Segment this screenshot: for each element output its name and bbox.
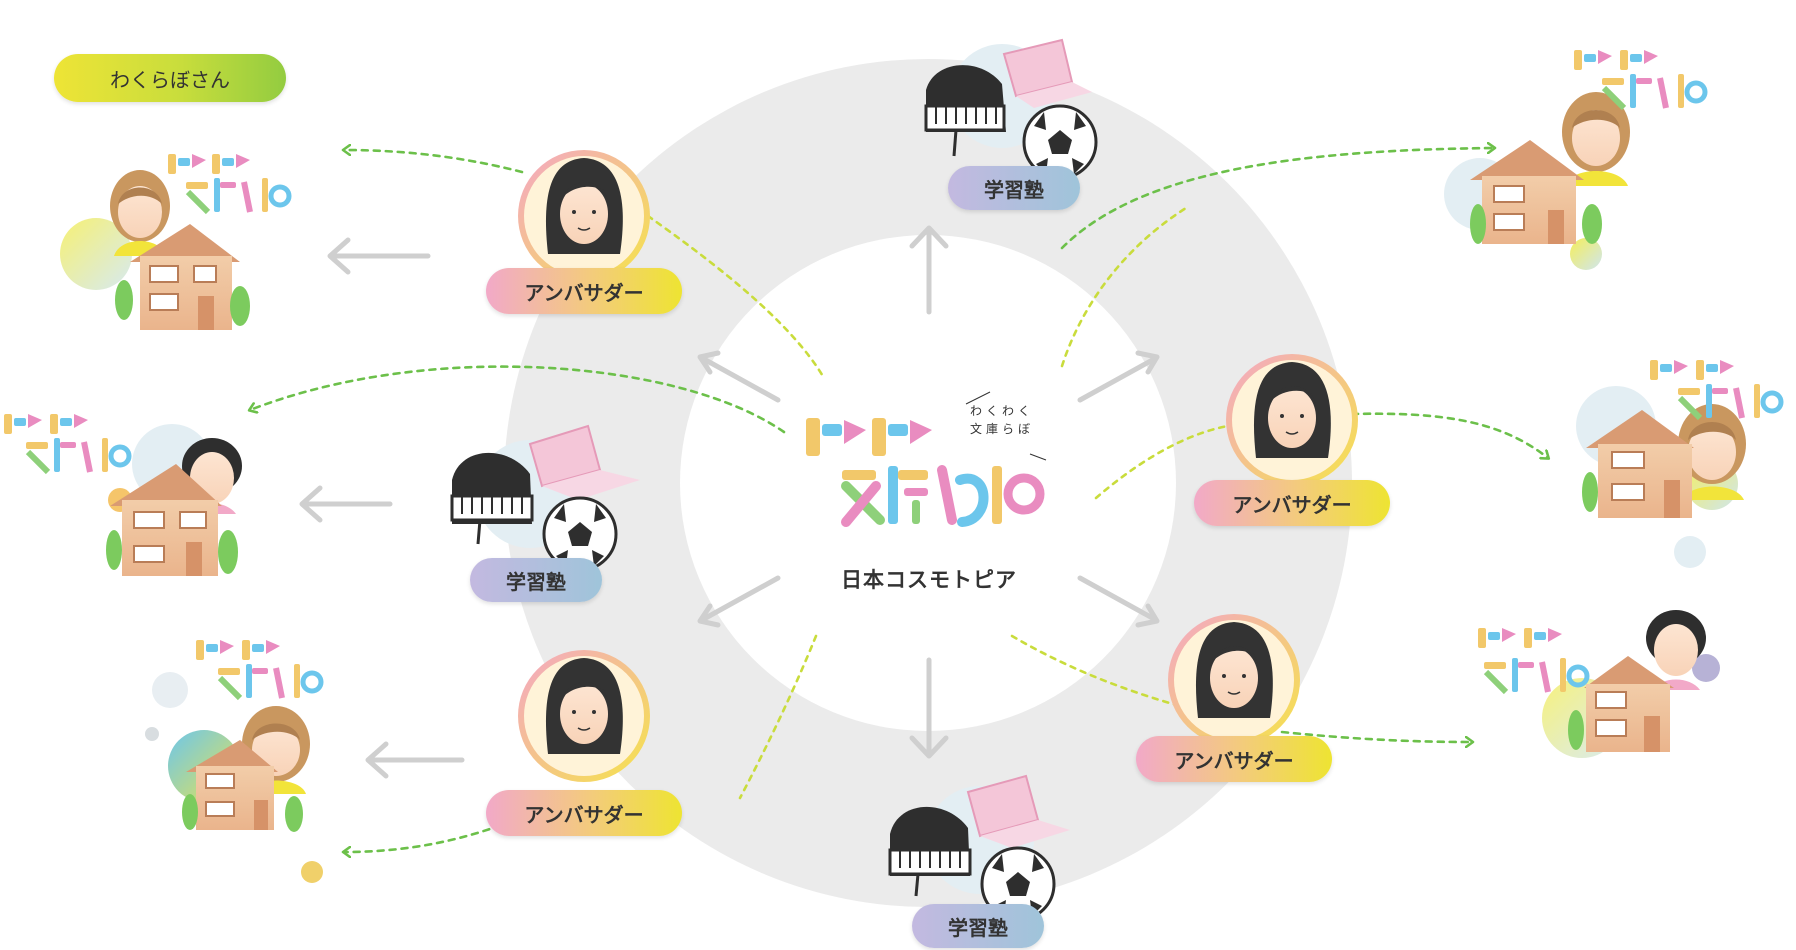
ambassador-portrait-4 <box>1168 614 1300 746</box>
wakulabo-logo-center <box>806 391 1047 527</box>
wakulabo-logo-small <box>1574 50 1708 111</box>
hub-company-name: 日本コスモトピア <box>841 568 1017 592</box>
wakulabo-logo-small <box>196 640 324 701</box>
home-illustration-6 <box>1478 610 1720 758</box>
arrow-to-home-2 <box>299 485 393 523</box>
arrow-up <box>909 225 949 315</box>
ambassador-label: アンバサダー <box>524 802 644 827</box>
ambassador-label: アンバサダー <box>1174 748 1294 773</box>
ambassador-connectors <box>646 206 1242 800</box>
arrow-upper-right <box>1077 350 1160 403</box>
arrow-lower-left <box>697 575 781 628</box>
juku-label: 学習塾 <box>948 915 1008 940</box>
arrow-upper-left <box>697 350 781 403</box>
ambassador-badge-3: アンバサダー <box>486 790 682 836</box>
logo-caption: わくわく 文庫らぼ <box>952 402 1052 438</box>
home-illustration-5 <box>1576 360 1784 568</box>
legend-wakulabo-san: わくらぼさん <box>54 54 286 102</box>
juku-badge-bottom: 学習塾 <box>912 904 1044 948</box>
juku-label: 学習塾 <box>506 569 566 594</box>
logo-waku-marks <box>806 418 932 456</box>
hub-arrows <box>299 225 1160 779</box>
ambassador-label: アンバサダー <box>1232 492 1352 517</box>
ambassador-label: アンバサダー <box>524 280 644 305</box>
juku-illustration-left <box>450 424 640 572</box>
logo-caption-line2: 文庫らぼ <box>969 422 1034 436</box>
logo-caption-line1: わくわく <box>969 404 1034 418</box>
ambassador-badge-2: アンバサダー <box>1194 480 1390 526</box>
home-illustration-3 <box>145 640 324 883</box>
home-illustration-4 <box>1444 50 1708 270</box>
hub-circle <box>680 235 1176 731</box>
ambassador-portrait-3 <box>518 650 650 782</box>
ambassador-portrait-2 <box>1226 354 1358 486</box>
ambassador-badge-1: アンバサダー <box>486 268 682 314</box>
juku-badge-left: 学習塾 <box>470 558 602 602</box>
arrow-lower-right <box>1077 575 1160 628</box>
juku-label: 学習塾 <box>984 177 1044 202</box>
wakulabo-logo-small <box>4 414 132 475</box>
wakulabo-logo-small <box>1478 628 1590 695</box>
wakulabo-logo-small <box>1650 360 1784 421</box>
arrow-to-home-3 <box>365 741 465 779</box>
home-illustration-2 <box>4 414 242 576</box>
legend-label: わくらぼさん <box>110 67 230 92</box>
juku-illustration-top <box>924 38 1098 180</box>
ambassador-portrait-1 <box>518 150 650 282</box>
arrow-to-home-1 <box>327 237 431 275</box>
arrow-down <box>909 657 949 759</box>
juku-illustration-bottom <box>888 774 1070 922</box>
wakulabo-logo-small <box>168 154 292 215</box>
home-illustration-1 <box>60 154 292 330</box>
juku-badge-top: 学習塾 <box>948 166 1080 210</box>
logo-bunko-marks <box>841 465 1045 527</box>
ambassador-badge-4: アンバサダー <box>1136 736 1332 782</box>
